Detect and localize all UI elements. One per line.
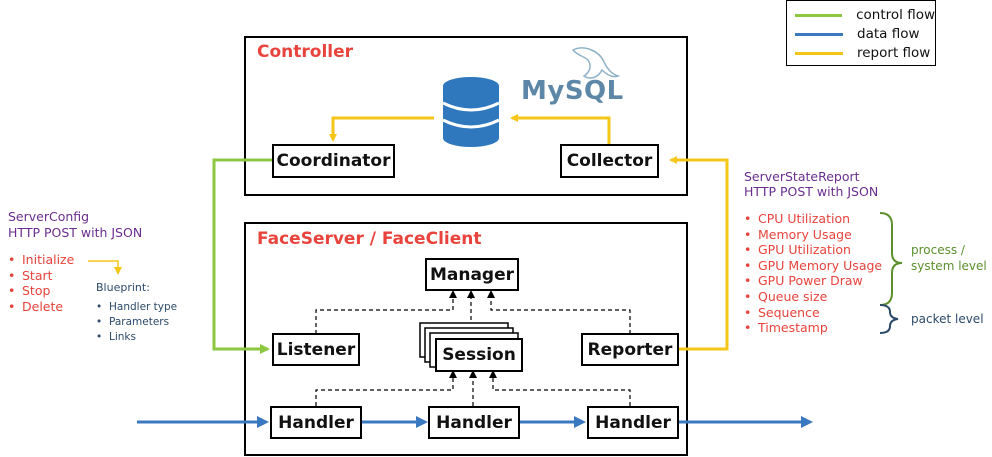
legend-data-flow: data flow [795,25,935,43]
handler-box-1: Handler [270,406,362,439]
database-icon [442,77,500,147]
server-config-subtitle: HTTP POST with JSON [8,225,143,240]
controller-title: Controller [257,42,354,62]
control-arrow-coordinator-to-listener [212,158,272,354]
legend-label: data flow [857,26,920,42]
packet-level-label: packet level [911,312,984,326]
handler-box-3: Handler [587,406,679,439]
action-item: Stop [8,283,74,299]
packet-level-brace [879,304,899,334]
metric-item: Sequence [744,305,882,321]
report-flow-swatch [795,51,843,55]
handler-box-2: Handler [428,406,520,439]
legend-label: report flow [857,45,931,61]
control-flow-swatch [795,13,843,17]
legend: control flow data flow report flow [786,0,936,66]
blueprint-arrow [88,260,122,275]
mysql-dolphin-icon [571,47,621,79]
blueprint-item: Links [96,330,177,345]
listener-box: Listener [272,333,360,366]
action-item: Initialize [8,252,74,268]
server-state-report-subtitle: HTTP POST with JSON [744,184,879,199]
legend-label: control flow [856,7,935,23]
server-state-metrics: CPU Utilization Memory Usage GPU Utiliza… [744,211,882,336]
legend-report-flow: report flow [795,44,935,62]
blueprint-items: Handler type Parameters Links [96,300,177,345]
metric-item: Memory Usage [744,227,882,243]
process-level-label-1: process / [911,243,965,257]
server-config-title: ServerConfig [8,209,90,224]
metric-item: Queue size [744,289,882,305]
metric-item: GPU Power Draw [744,273,882,289]
server-state-report-title: ServerStateReport [744,169,860,184]
manager-box: Manager [425,258,519,291]
metric-item: Timestamp [744,320,882,336]
faceserver-frame [244,222,688,456]
process-level-label-2: system level [911,259,987,273]
mysql-logo: MySQL [521,76,624,106]
metric-item: CPU Utilization [744,211,882,227]
faceserver-title: FaceServer / FaceClient [257,229,482,249]
legend-control-flow: control flow [795,6,935,24]
metric-item: GPU Utilization [744,242,882,258]
server-config-actions: Initialize Start Stop Delete [8,252,74,314]
metric-item: GPU Memory Usage [744,258,882,274]
action-item: Delete [8,299,74,315]
manager-links [315,290,631,334]
report-arrow-db-to-coordinator [329,116,434,142]
session-links [315,370,631,406]
data-flow-swatch [795,32,843,36]
process-level-brace [879,212,903,306]
blueprint-title: Blueprint: [96,281,150,294]
coordinator-box: Coordinator [272,144,395,178]
action-item: Start [8,268,74,284]
report-arrow-collector-to-db [510,114,611,146]
report-arrow-reporter-to-collector [669,156,729,351]
blueprint-item: Handler type [96,300,177,315]
collector-box: Collector [560,144,659,178]
controller-frame [244,36,688,196]
reporter-box: Reporter [581,333,679,366]
session-box: Session [435,338,523,372]
blueprint-item: Parameters [96,315,177,330]
